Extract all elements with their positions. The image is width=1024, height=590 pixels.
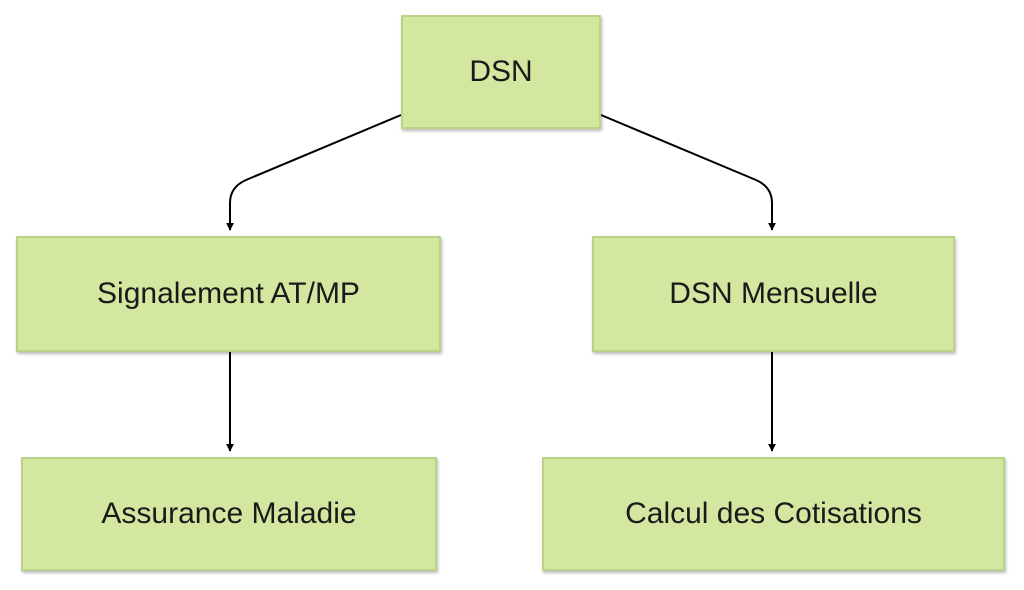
node-signalement-at-mp: Signalement AT/MP [16,236,441,352]
node-assurance-maladie-label: Assurance Maladie [101,497,357,530]
node-signalement-at-mp-label: Signalement AT/MP [97,277,360,310]
node-dsn-mensuelle-label: DSN Mensuelle [669,277,878,310]
node-dsn-mensuelle: DSN Mensuelle [592,236,955,352]
edge-dsn-to-mensuelle [600,114,776,231]
node-calcul-des-cotisations-label: Calcul des Cotisations [625,497,922,530]
edge-dsn-to-signalement [226,114,402,231]
node-dsn-label: DSN [469,55,533,88]
node-dsn: DSN [401,15,601,129]
node-assurance-maladie: Assurance Maladie [21,457,437,571]
node-calcul-des-cotisations: Calcul des Cotisations [542,457,1005,571]
